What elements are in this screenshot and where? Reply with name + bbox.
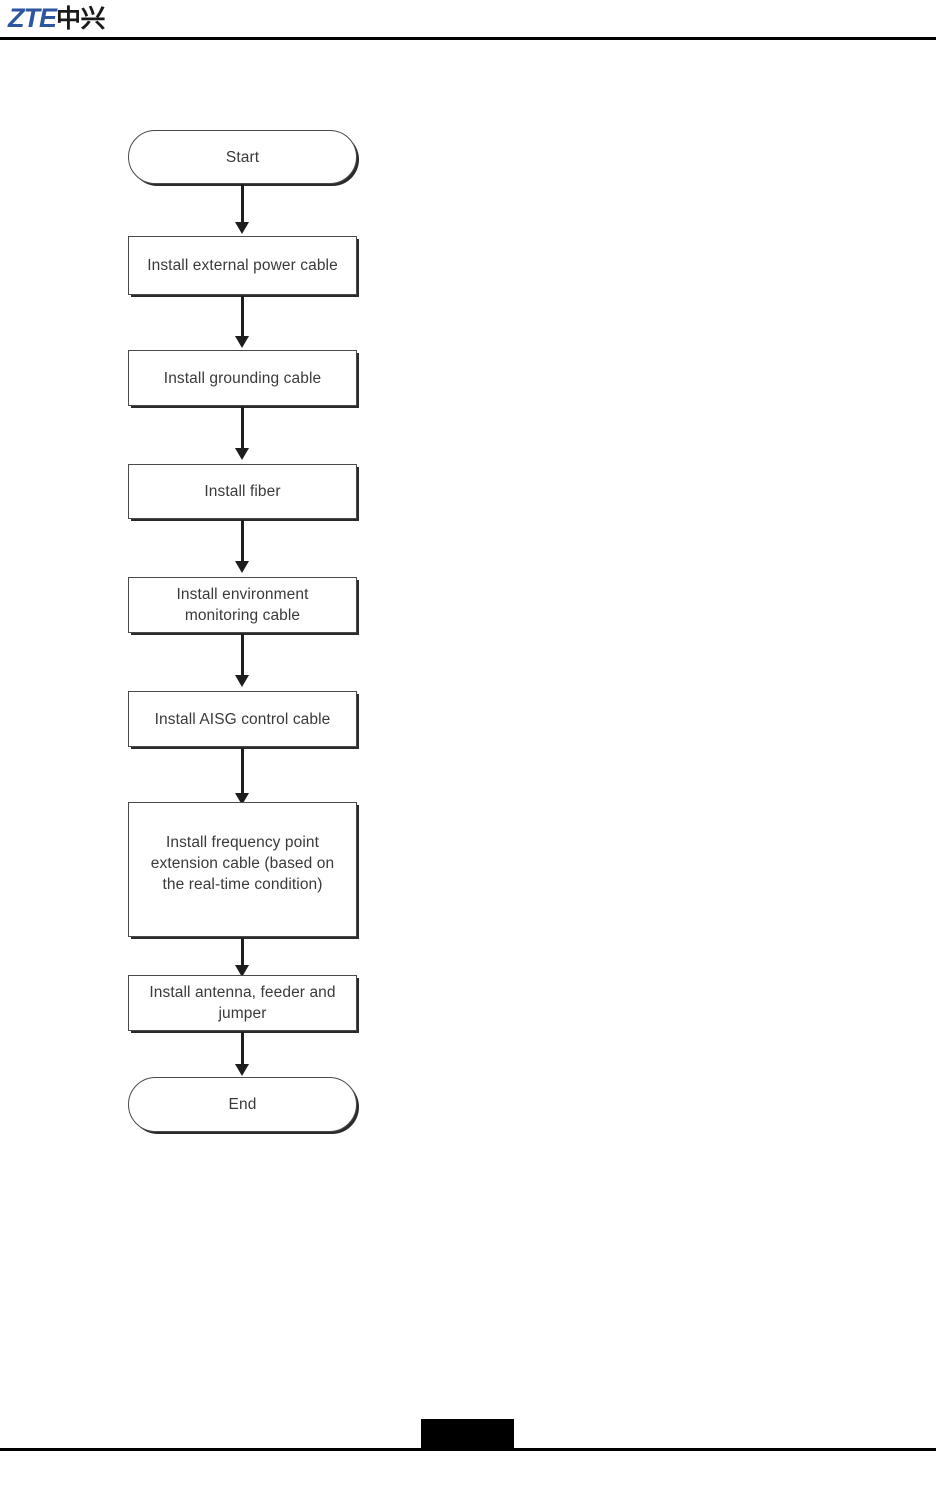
flow-arrowhead-icon <box>235 675 249 687</box>
zte-logo-latin-text: ZTE <box>8 3 57 33</box>
flow-node-install-frequency-point-extension-cable-label: Install frequency point extension cable … <box>150 834 335 893</box>
flow-node-start-label: Start <box>225 148 260 166</box>
flow-edge-aisg-to-frequency-point-extension <box>241 748 244 794</box>
flow-node-install-grounding-cable[interactable]: Install grounding cable <box>128 350 357 406</box>
flow-node-end[interactable]: End <box>128 1077 357 1132</box>
flow-node-install-aisg-control-cable[interactable]: Install AISG control cable <box>128 691 357 747</box>
flow-arrowhead-icon <box>235 965 249 977</box>
flow-node-install-fiber-label: Install fiber <box>204 483 281 500</box>
flow-node-install-environment-monitoring-cable-label: Install environment monitoring cable <box>176 586 309 624</box>
flow-edge-external-power-to-grounding <box>241 296 244 337</box>
footer-divider <box>0 1448 936 1451</box>
header-divider <box>0 37 936 40</box>
flow-edge-fiber-to-environment-monitoring <box>241 520 244 562</box>
footer-redaction-block <box>421 1419 514 1448</box>
flow-node-install-grounding-cable-label: Install grounding cable <box>163 369 322 387</box>
flow-node-install-fiber[interactable]: Install fiber <box>128 464 357 519</box>
flow-arrowhead-icon <box>235 336 249 348</box>
flow-node-install-external-power-cable[interactable]: Install external power cable <box>128 236 357 295</box>
flow-node-install-external-power-cable-label: Install external power cable <box>147 257 338 274</box>
flow-node-install-antenna-feeder-and-jumper[interactable]: Install antenna, feeder and jumper <box>128 975 357 1031</box>
flow-arrowhead-icon <box>235 222 249 234</box>
flow-node-install-environment-monitoring-cable[interactable]: Install environment monitoring cable <box>128 577 357 633</box>
flow-edge-grounding-to-fiber <box>241 407 244 449</box>
flow-arrowhead-icon <box>235 561 249 573</box>
zte-logo: ZTE中兴 <box>8 2 106 35</box>
flow-arrowhead-icon <box>235 448 249 460</box>
flow-node-install-aisg-control-cable-label: Install AISG control cable <box>154 710 331 728</box>
flow-node-install-antenna-feeder-and-jumper-label: Install antenna, feeder and jumper <box>149 984 336 1022</box>
flow-node-install-frequency-point-extension-cable[interactable]: Install frequency point extension cable … <box>128 802 357 937</box>
zte-logo-cjk-text: 中兴 <box>56 4 106 33</box>
flow-arrowhead-icon <box>235 1064 249 1076</box>
flow-edge-antenna-feeder-to-end <box>241 1032 244 1066</box>
flow-edge-environment-monitoring-to-aisg <box>241 634 244 676</box>
flow-node-start[interactable]: Start <box>128 130 357 184</box>
flow-edge-frequency-point-to-antenna-feeder <box>241 938 244 967</box>
flow-node-end-label: End <box>228 1096 257 1113</box>
flow-edge-start-to-install-external-power-cable <box>241 184 244 224</box>
